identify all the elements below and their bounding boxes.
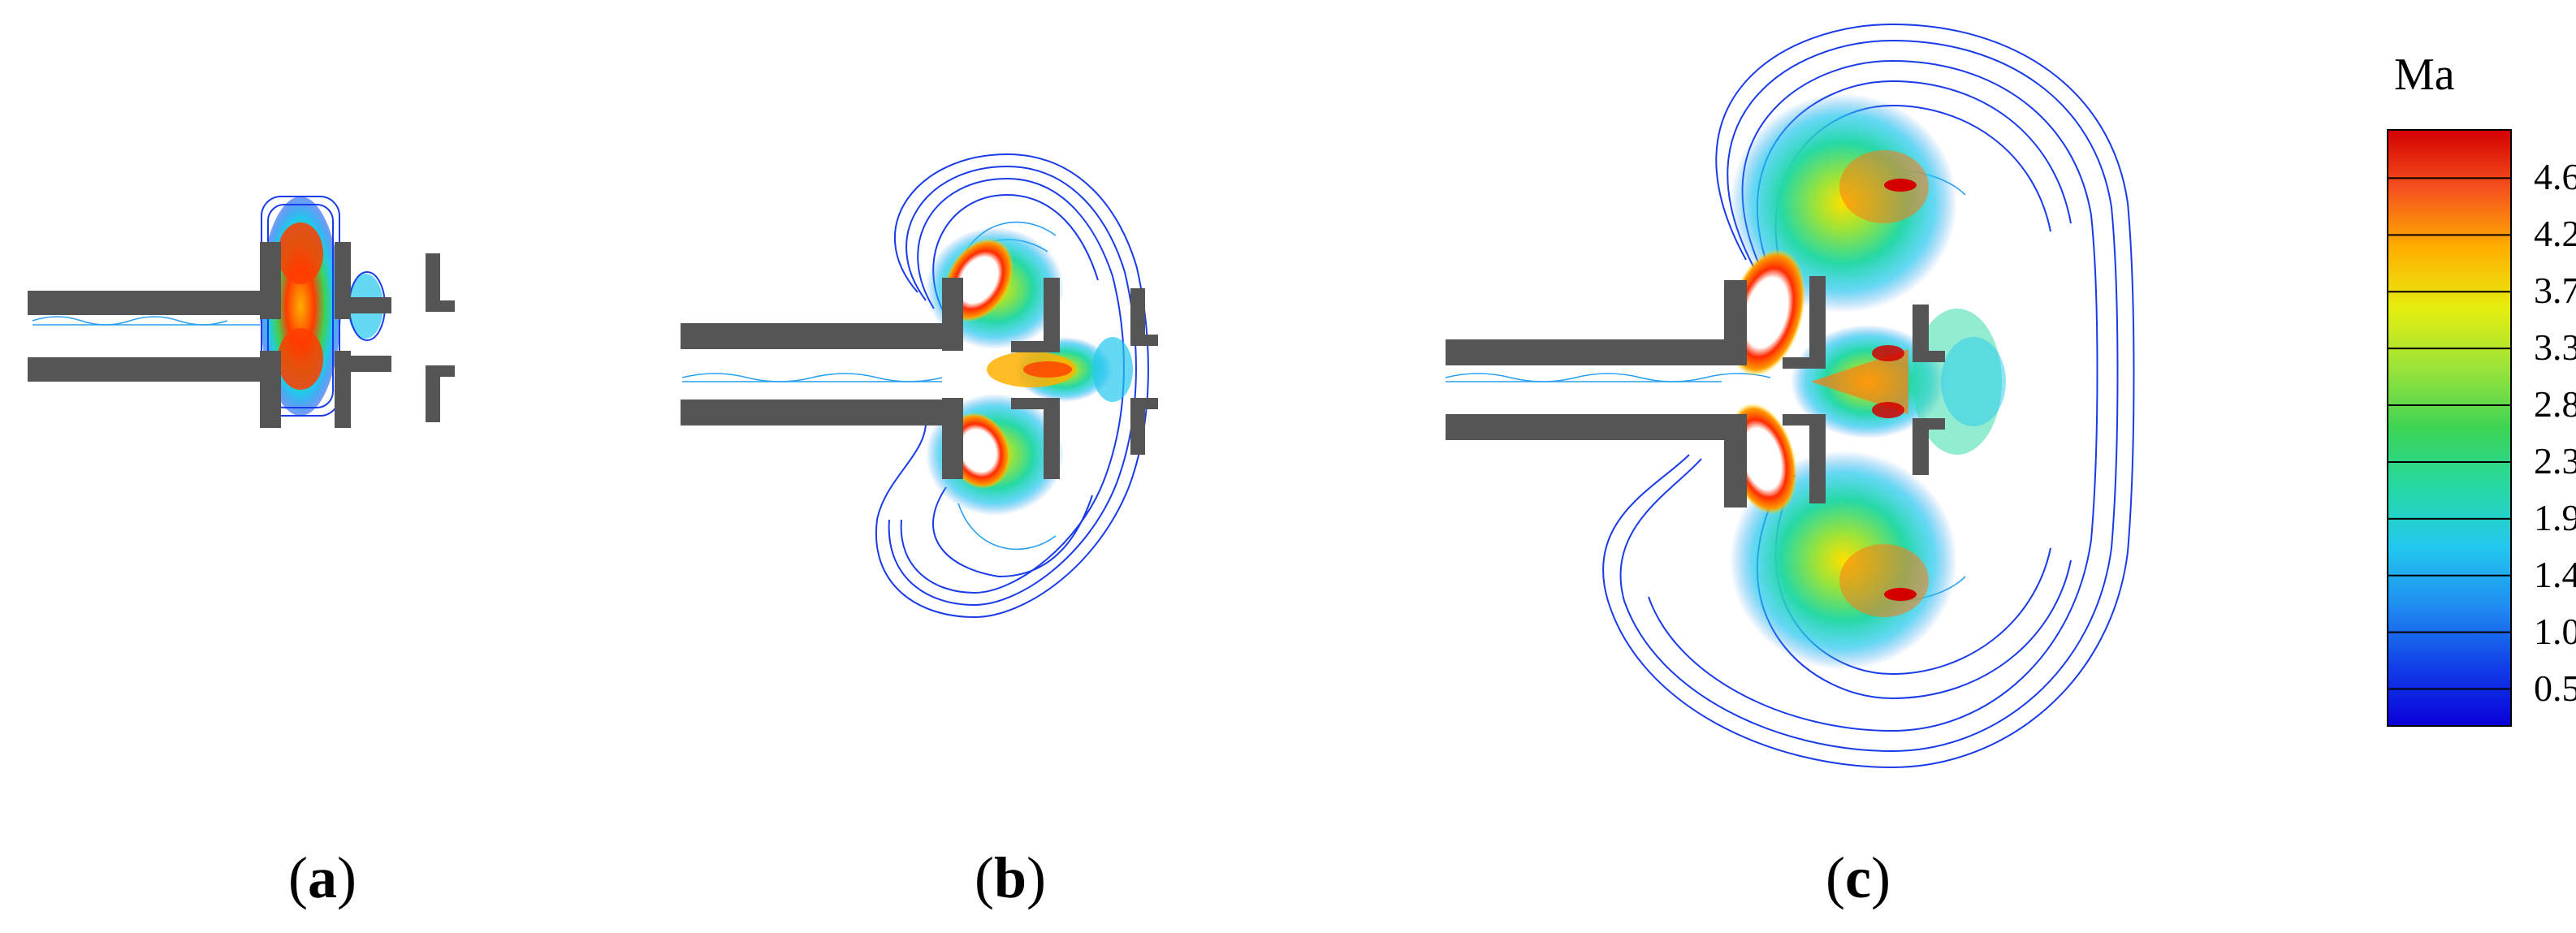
colorbar-title: Ma xyxy=(2394,50,2455,100)
panel-b-plot xyxy=(681,153,1158,619)
panel-label-c: (c) xyxy=(1826,845,1891,910)
colorbar-tick-label: 3.7 xyxy=(2534,270,2576,312)
colorbar xyxy=(2387,129,2512,727)
colorbar-tick-label: 1.0 xyxy=(2534,610,2576,652)
panel-c-contours xyxy=(1445,23,2135,769)
colorbar-level-lines xyxy=(2388,177,2511,690)
panel-a-plot xyxy=(28,196,455,428)
colorbar-tick-label: 3.3 xyxy=(2534,326,2576,369)
panel-label-b: (b) xyxy=(975,845,1047,910)
panel-b-walls xyxy=(681,278,1158,479)
panel-a-walls xyxy=(28,242,455,428)
colorbar-tick-label: 1.4 xyxy=(2534,553,2576,595)
panel-b-contours xyxy=(681,153,1149,619)
panel-label-a: (a) xyxy=(288,845,357,910)
panel-c-walls xyxy=(1446,276,1945,508)
colorbar-gradient xyxy=(2387,129,2512,727)
colorbar-tick-label: 4.2 xyxy=(2534,213,2576,255)
colorbar-tick-label: 4.6 xyxy=(2534,156,2576,198)
panel-c-plot xyxy=(1445,23,2135,769)
colorbar-tick-label: 2.3 xyxy=(2534,439,2576,482)
colorbar-tick-label: 1.9 xyxy=(2534,496,2576,538)
colorbar-tick-label: 0.5 xyxy=(2534,667,2576,709)
colorbar-tick-label: 2.8 xyxy=(2534,383,2576,425)
